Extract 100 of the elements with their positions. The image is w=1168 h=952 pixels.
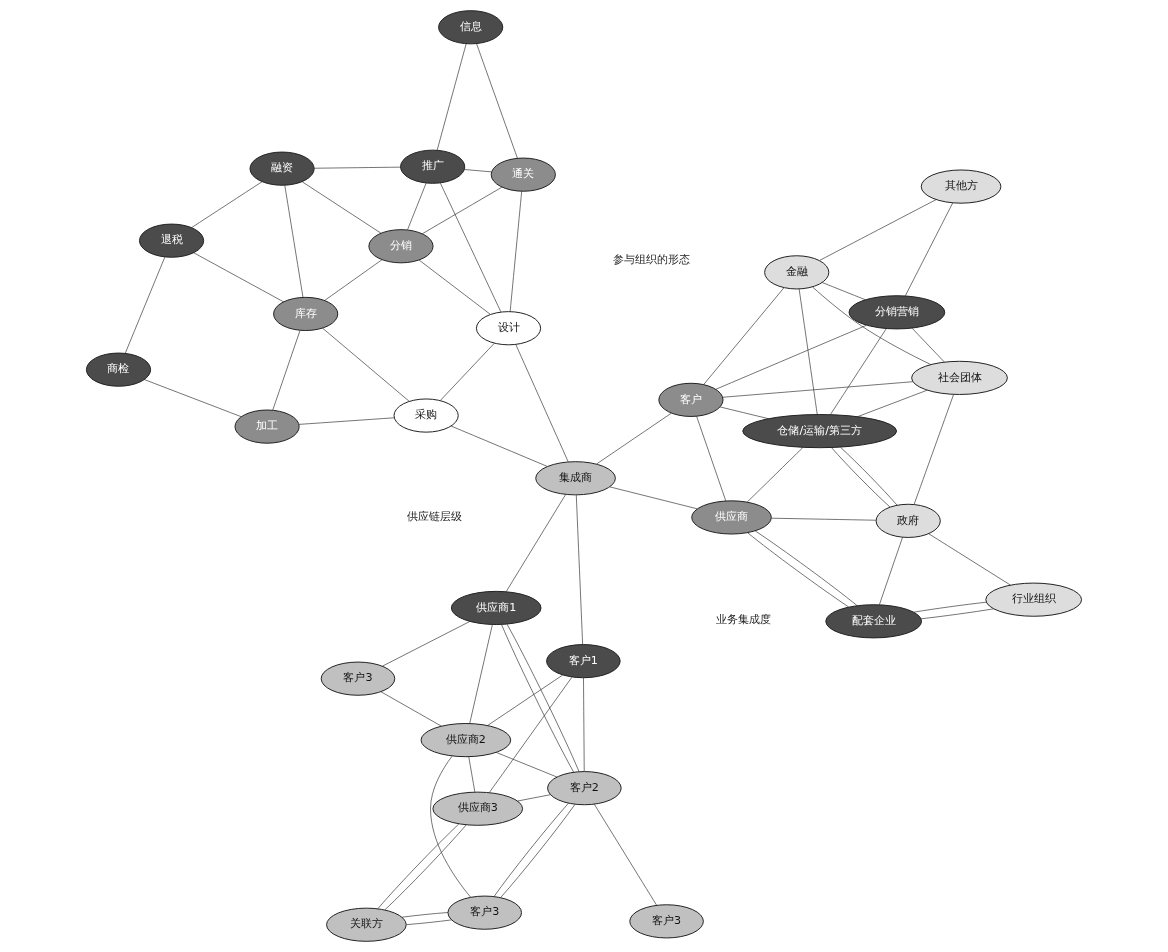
connector [468,756,476,793]
node-ellipse: 库存 [273,296,339,332]
connector [771,517,877,521]
connector [575,494,583,645]
connector [469,624,493,724]
connector [821,282,866,300]
connector [436,43,467,151]
node-ellipse: 供应商 [691,500,772,535]
connector [493,802,569,897]
node-ellipse: 推广 [400,149,466,184]
connector [384,824,467,911]
label: 业务集成度 [716,613,772,627]
connector [500,804,576,898]
node-ellipse: 集成商 [535,461,616,496]
connector [715,324,867,390]
node-ellipse: 行业组织 [985,582,1083,617]
connector [911,327,945,363]
connector [913,601,987,613]
connector [857,389,928,417]
connector [439,343,495,401]
node-ellipse: 信息 [438,10,504,45]
connector [401,912,449,918]
connector [324,259,383,301]
connector [812,286,932,365]
node-ellipse: 供应商1 [450,590,542,626]
connector [819,199,937,261]
connector [377,823,460,909]
node-ellipse: 配套企业 [825,604,923,639]
connector [831,447,891,508]
connector [418,259,491,315]
node-ellipse: 退税 [139,223,205,258]
connector [505,494,566,592]
connector [746,447,804,503]
node-ellipse: 客户3 [320,661,396,696]
node-ellipse: 客户 [658,382,724,417]
node-ellipse: 客户1 [546,644,621,679]
connector [754,530,858,606]
connector [840,446,898,506]
connector [191,181,263,228]
connector [920,608,994,620]
connector [440,182,502,313]
node-ellipse: 分销 [368,229,434,264]
connector [407,182,427,231]
connector [517,794,551,802]
connector [124,256,166,354]
label: 参与组织的形态 [613,252,691,266]
connector [476,43,518,159]
connector [798,288,818,415]
connector [928,533,1011,586]
connector [487,674,563,726]
node-ellipse: 设计 [475,311,542,346]
connector [594,803,657,906]
connector [904,202,953,297]
connector [193,252,284,303]
connector [421,186,503,235]
connector [284,185,304,298]
connector [272,330,301,411]
connector [722,381,914,398]
node-ellipse: 客户2 [547,771,622,806]
node-ellipse: 加工 [234,409,300,444]
connector [322,327,410,402]
node-ellipse: 政府 [875,503,941,538]
node-ellipse: 关联方 [326,907,407,942]
connector [489,676,573,793]
connector [298,417,395,425]
label: 供应链层级 [407,510,463,524]
connector [583,677,585,772]
connector [313,166,401,169]
connector [696,416,727,502]
connector [609,486,698,510]
connector [879,536,903,606]
connector [301,181,382,234]
connector [719,406,769,419]
connector [509,191,523,312]
node-ellipse: 金融 [764,255,830,290]
node-ellipse: 融资 [249,151,315,186]
connector [430,755,471,898]
connector [515,344,569,463]
connector [406,919,452,925]
node-ellipse: 供应商3 [432,791,524,826]
node-ellipse: 通关 [490,157,556,192]
connector [596,412,672,465]
connector [380,691,442,727]
node-ellipse: 仓储/运输/第三方 [742,414,898,449]
node-ellipse: 社会团体 [911,360,1008,395]
connector [703,287,785,385]
connector [913,394,954,505]
connector [464,169,492,173]
connector [382,621,471,667]
connector [450,425,548,467]
node-ellipse: 商检 [85,352,152,387]
node-ellipse: 供应商2 [420,723,512,758]
node-ellipse: 其他方 [920,169,1002,204]
node-ellipse: 客户3 [447,895,522,930]
connector [830,328,887,415]
node-ellipse: 客户3 [629,904,704,939]
connector [747,532,849,608]
node-ellipse: 采购 [393,398,459,433]
connector [144,379,242,418]
connector [496,752,558,778]
